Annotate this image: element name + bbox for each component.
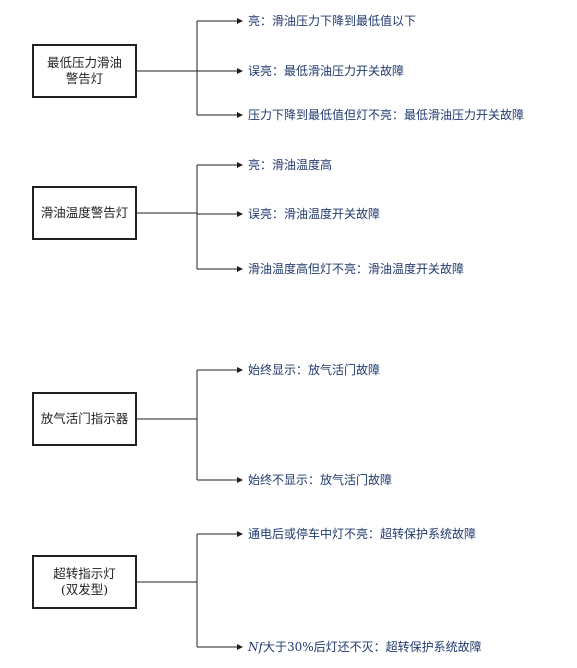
outcome-label: 亮：滑油压力下降到最低值以下 xyxy=(248,14,417,28)
box-line-1: 超转指示灯 xyxy=(53,566,116,581)
arrowhead xyxy=(237,112,243,118)
box-line-1: 最低压力滑油 xyxy=(46,55,122,70)
outcome-text: 大于30%后灯还不灭：超转保护系统故障 xyxy=(262,640,482,654)
box-line-2: (双发型) xyxy=(60,582,109,597)
arrowhead xyxy=(237,477,243,483)
box-line-2: 警告灯 xyxy=(65,71,104,86)
arrowhead xyxy=(237,18,243,24)
outcome-label: 始终显示：放气活门故障 xyxy=(248,363,381,377)
arrowhead xyxy=(237,531,243,537)
bleed-valve-indicator-box: 放气活门指示器 xyxy=(32,392,137,446)
outcome-label: Nf大于30%后灯还不灭：超转保护系统故障 xyxy=(248,639,482,655)
outcome-label: 亮：滑油温度高 xyxy=(248,158,333,172)
arrowhead xyxy=(237,162,243,168)
outcome-label: 误亮：最低滑油压力开关故障 xyxy=(248,64,405,78)
outcome-label: 误亮：滑油温度开关故障 xyxy=(248,207,381,221)
overspeed-indicator-light-box: 超转指示灯 (双发型) xyxy=(32,555,137,609)
arrowhead xyxy=(237,211,243,217)
box-line-1: 滑油温度警告灯 xyxy=(40,205,129,220)
min-oil-pressure-warning-light-box: 最低压力滑油 警告灯 xyxy=(32,44,137,98)
box-line-1: 放气活门指示器 xyxy=(40,411,129,426)
nf-symbol: Nf xyxy=(248,640,263,654)
arrowhead xyxy=(237,266,243,272)
outcome-label: 始终不显示：放气活门故障 xyxy=(248,473,393,487)
outcome-label: 通电后或停车中灯不亮：超转保护系统故障 xyxy=(248,527,477,541)
outcome-label: 滑油温度高但灯不亮：滑油温度开关故障 xyxy=(248,262,465,276)
arrowhead xyxy=(237,644,243,650)
arrowhead xyxy=(237,68,243,74)
outcome-label: 压力下降到最低值但灯不亮：最低滑油压力开关故障 xyxy=(248,108,525,122)
oil-temperature-warning-light-box: 滑油温度警告灯 xyxy=(32,186,137,240)
arrowhead xyxy=(237,367,243,373)
